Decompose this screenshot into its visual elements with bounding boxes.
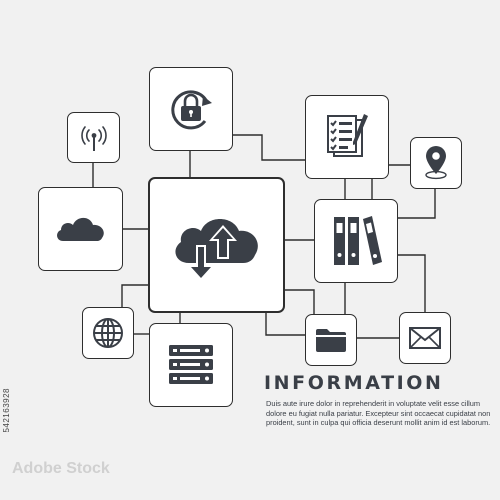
globe-icon [93,318,123,348]
node-wireless [67,112,120,163]
diagram-title: INFORMATION [264,372,444,394]
stock-id: 542163928 [2,388,11,433]
cloud-upload-download-icon [174,219,258,281]
location-pin-icon [425,146,447,180]
node-globe [82,307,134,359]
antenna-icon [80,125,107,151]
node-location [410,137,462,189]
node-folder [305,314,357,366]
cloud-icon [56,217,104,241]
lock-sync-icon [171,90,212,130]
watermark: Adobe Stock [12,460,110,477]
node-server [149,323,233,407]
node-documents [305,95,389,179]
diagram-description: Duis aute irure dolor in reprehenderit i… [266,399,491,428]
envelope-icon [409,327,441,349]
node-cloud [38,187,123,271]
binders-icon [334,216,382,265]
checklist-document-icon [327,114,368,157]
folder-icon [316,329,346,352]
node-mail [399,312,451,364]
server-rack-icon [169,345,213,384]
node-archive [314,199,398,283]
node-security [149,67,233,151]
node-cloud-sync [148,177,285,313]
